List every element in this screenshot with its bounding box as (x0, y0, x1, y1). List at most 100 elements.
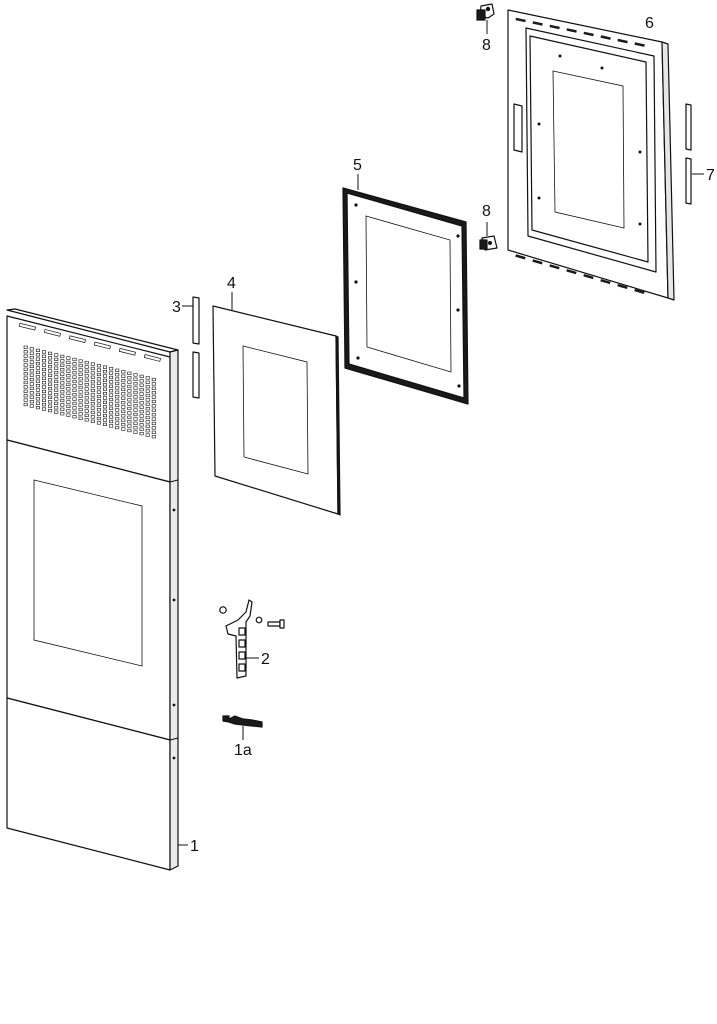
vent-hole (127, 380, 132, 384)
vent-hole (72, 375, 77, 379)
vent-hole (72, 388, 77, 392)
vent-hole (151, 382, 156, 386)
vent-hole (66, 373, 71, 378)
vent-hole (90, 393, 95, 397)
vent-hole (66, 378, 71, 382)
side-hole (172, 508, 176, 512)
vent-hole (66, 391, 71, 395)
vent-hole (109, 406, 114, 410)
vent-hole (127, 424, 132, 428)
vent-hole (121, 396, 126, 400)
vent-hole (48, 356, 53, 360)
vent-hole (90, 397, 95, 401)
vent-hole (78, 390, 83, 394)
vent-hole (96, 421, 101, 425)
edge-slot (532, 259, 543, 265)
vent-hole (145, 380, 150, 384)
vent-hole (139, 387, 144, 392)
vent-hole (41, 381, 46, 385)
vent-hole (145, 429, 150, 433)
vent-hole (23, 372, 28, 376)
vent-hole (151, 417, 156, 421)
top-slot (68, 335, 86, 344)
vent-hole (60, 381, 65, 385)
vent-hole (23, 380, 28, 385)
vent-hole (35, 405, 40, 410)
vent-hole (84, 382, 89, 387)
vent-hole (90, 388, 95, 393)
vent-hole (151, 391, 156, 395)
vent-hole (29, 377, 34, 382)
vent-hole (133, 382, 138, 386)
vent-hole (84, 369, 89, 374)
top-slot (143, 354, 161, 362)
vent-hole (109, 380, 114, 384)
screw-hole (457, 384, 461, 388)
vent-hole (54, 375, 59, 379)
vent-hole (78, 381, 83, 385)
vent-hole (109, 419, 114, 424)
vent-hole (115, 381, 120, 386)
vent-hole (41, 407, 46, 411)
vent-hole (66, 365, 71, 369)
vent-hole (60, 368, 65, 372)
edge-slot (600, 278, 611, 285)
side-hole (172, 598, 176, 602)
vent-hole (66, 409, 71, 413)
panel-1-vent-perforations (23, 345, 156, 439)
vent-hole (115, 399, 120, 403)
vent-hole (66, 387, 71, 391)
vent-hole (121, 383, 126, 387)
vent-hole (133, 373, 138, 377)
vent-hole (103, 374, 108, 378)
vent-hole (35, 357, 40, 361)
edge-slot (515, 17, 526, 23)
vent-hole (115, 417, 120, 421)
vent-hole (121, 374, 126, 378)
vent-hole (29, 369, 34, 373)
vent-hole (78, 403, 83, 407)
vent-hole (139, 431, 144, 436)
vent-hole (109, 389, 114, 393)
vent-hole (78, 394, 83, 398)
vent-hole (84, 418, 89, 422)
edge-slot (532, 21, 543, 26)
vent-hole (103, 383, 108, 387)
vent-hole (121, 387, 126, 392)
vent-hole (41, 389, 46, 394)
vent-hole (96, 394, 101, 399)
part-1a-logo-badge (222, 715, 263, 740)
vent-hole (72, 393, 77, 397)
vent-hole (151, 408, 156, 412)
vent-hole (23, 398, 28, 402)
vent-hole (145, 407, 150, 411)
vent-hole (133, 417, 138, 421)
vent-hole (48, 382, 53, 386)
vent-hole (109, 424, 114, 428)
vent-hole (78, 368, 83, 372)
vent-hole (23, 389, 28, 393)
vent-hole (96, 377, 101, 381)
vent-hole (23, 402, 28, 407)
vent-hole (145, 420, 150, 424)
vent-hole (96, 364, 101, 368)
vent-hole (103, 400, 108, 405)
vent-hole (109, 402, 114, 406)
vent-hole (139, 396, 144, 401)
vent-hole (121, 405, 126, 409)
panel-1-top-slots (18, 322, 161, 362)
vent-hole (60, 403, 65, 407)
edge-slot (566, 28, 577, 33)
vent-hole (29, 347, 34, 351)
vent-hole (72, 379, 77, 384)
vent-hole (103, 422, 108, 427)
vent-hole (72, 366, 77, 370)
vent-hole (139, 374, 144, 379)
vent-hole (41, 354, 46, 358)
vent-hole (78, 412, 83, 416)
side-hole (172, 703, 176, 707)
edge-slot (549, 264, 560, 270)
vent-hole (60, 398, 65, 403)
vent-hole (41, 385, 46, 389)
vent-hole (151, 435, 156, 439)
